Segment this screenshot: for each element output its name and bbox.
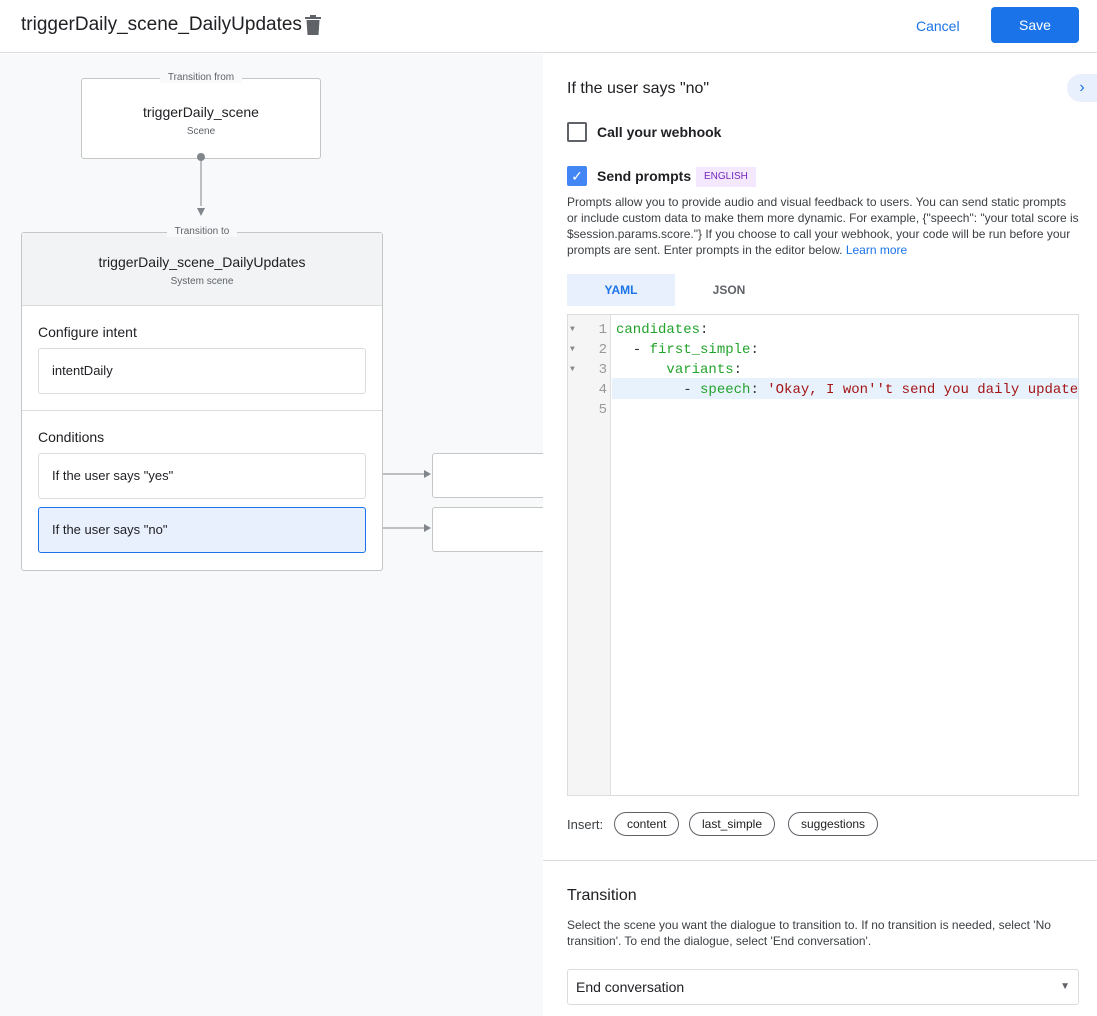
code-line: variants: <box>666 362 743 378</box>
condition-yes-target[interactable] <box>432 453 543 498</box>
detail-panel <box>543 54 1097 1016</box>
fold-icon[interactable]: ▼ <box>570 325 575 334</box>
save-button[interactable]: Save <box>991 7 1079 43</box>
webhook-label: Call your webhook <box>597 124 722 140</box>
line-number: 2 <box>598 342 607 358</box>
active-line-highlight <box>612 378 1078 399</box>
panel-title: If the user says "no" <box>567 80 710 97</box>
transition-selected-value: End conversation <box>576 979 685 995</box>
condition-yes[interactable]: If the user says "yes" <box>38 453 366 499</box>
transition-select[interactable]: End conversation ▼ <box>567 969 1079 1005</box>
intent-item[interactable]: intentDaily <box>38 348 366 394</box>
condition-no[interactable]: If the user says "no" <box>38 507 366 553</box>
insert-suggestions-chip[interactable]: suggestions <box>788 812 879 836</box>
code-line: - first_simple: <box>616 342 759 358</box>
code-line: candidates: <box>616 322 709 338</box>
code-editor[interactable]: ▼ 1 ▼ 2 ▼ 3 4 5 candidates: - first_simple:… <box>567 314 1079 796</box>
collapse-panel-chevron-icon[interactable]: › <box>1067 74 1097 102</box>
webhook-checkbox[interactable] <box>567 122 587 142</box>
from-scene-name: triggerDaily_scene <box>143 104 259 120</box>
dropdown-arrow-icon: ▼ <box>1060 981 1070 992</box>
page-title: triggerDaily_scene_DailyUpdates <box>21 14 302 35</box>
description-text: Prompts allow you to provide audio and v… <box>567 195 1079 257</box>
send-prompts-checkbox[interactable]: ✓ <box>567 166 587 186</box>
language-badge: ENGLISH <box>696 167 756 187</box>
line-number: 3 <box>598 362 607 378</box>
header-bar: triggerDaily_scene_DailyUpdates Cancel S… <box>0 0 1097 53</box>
prompts-description: Prompts allow you to provide audio and v… <box>567 194 1079 258</box>
transition-from-node[interactable]: Transition from triggerDaily_scene Scene <box>81 72 321 159</box>
line-number: 5 <box>598 402 607 418</box>
flow-canvas: Transition from triggerDaily_scene Scene… <box>0 54 543 1016</box>
tab-yaml[interactable]: YAML <box>567 274 675 306</box>
line-number: 1 <box>598 322 607 338</box>
to-scene-type: System scene <box>170 276 234 287</box>
insert-last-simple-chip[interactable]: last_simple <box>689 812 776 836</box>
transition-from-legend: Transition from <box>159 72 243 83</box>
from-scene-type: Scene <box>186 126 216 137</box>
editor-gutter <box>568 315 611 795</box>
tab-json[interactable]: JSON <box>712 283 746 297</box>
fold-icon[interactable]: ▼ <box>570 365 575 374</box>
send-prompts-label: Send prompts <box>597 168 692 184</box>
transition-title: Transition <box>567 887 637 904</box>
trash-icon[interactable] <box>305 15 321 35</box>
code-line: - speech: 'Okay, I won''t send you daily… <box>616 382 1078 398</box>
conditions-label: Conditions <box>38 429 105 445</box>
condition-no-target[interactable] <box>432 507 543 552</box>
insert-content-chip[interactable]: content <box>614 812 680 836</box>
line-number: 4 <box>598 382 607 398</box>
configure-intent-label: Configure intent <box>38 324 137 340</box>
divider <box>543 860 1097 861</box>
learn-more-link[interactable]: Learn more <box>845 243 908 257</box>
insert-label: Insert: <box>567 817 604 832</box>
fold-icon[interactable]: ▼ <box>570 345 575 354</box>
transition-to-node: Transition to triggerDaily_scene_DailyUp… <box>21 226 383 571</box>
transition-to-legend: Transition to <box>166 226 238 237</box>
cancel-button[interactable]: Cancel <box>904 9 972 43</box>
to-scene-name: triggerDaily_scene_DailyUpdates <box>98 254 306 270</box>
transition-description: Select the scene you want the dialogue t… <box>567 918 1051 948</box>
